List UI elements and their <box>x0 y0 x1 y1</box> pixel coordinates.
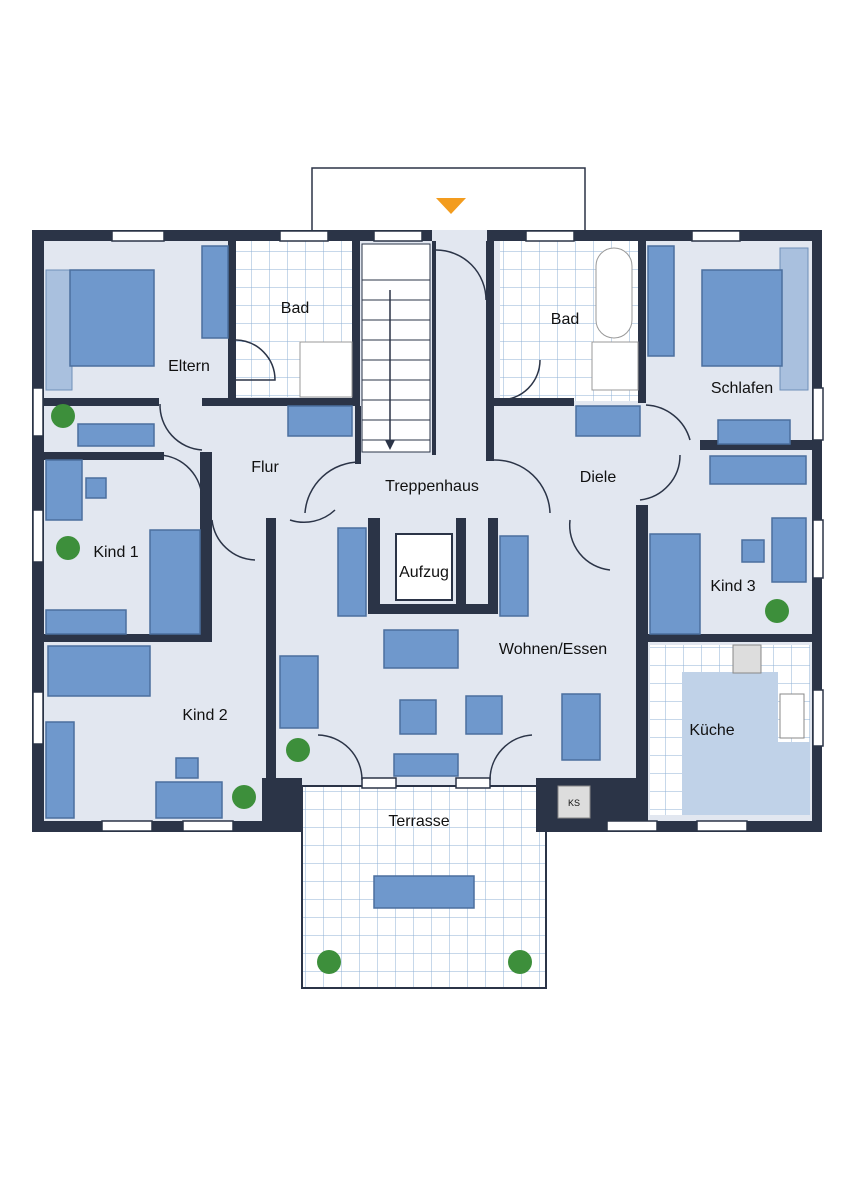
kitchen-counter <box>682 672 810 815</box>
room-label-schlafen: Schlafen <box>711 380 773 397</box>
interior-walls <box>44 241 812 832</box>
room-label-kueche: Küche <box>689 722 734 739</box>
staircase <box>361 243 431 453</box>
room-label-eltern: Eltern <box>168 358 210 375</box>
elevator-car <box>395 533 453 601</box>
room-label-wohnen: Wohnen/Essen <box>499 641 607 658</box>
room-label-aufzug: Aufzug <box>399 564 449 581</box>
room-label-treppenhaus: Treppenhaus <box>385 478 479 495</box>
room-label-kind2: Kind 2 <box>182 707 227 724</box>
windows <box>32 230 824 832</box>
room-label-diele: Diele <box>580 469 617 486</box>
furniture <box>45 245 809 909</box>
room-label-terrasse: Terrasse <box>388 813 449 830</box>
ks-box <box>557 785 591 819</box>
room-label-bad-right: Bad <box>551 311 579 328</box>
ks-label: KS <box>568 798 580 808</box>
doors <box>159 249 691 781</box>
entrance-arrow-icon <box>436 198 466 214</box>
entrance-outline <box>311 167 586 230</box>
plant-icons <box>51 404 789 974</box>
onoffice-logo: onOffice <box>812 779 823 820</box>
room-label-kind1: Kind 1 <box>93 544 138 561</box>
room-label-bad-left: Bad <box>281 300 309 317</box>
room-label-flur: Flur <box>251 459 279 476</box>
room-label-kind3: Kind 3 <box>710 578 755 595</box>
